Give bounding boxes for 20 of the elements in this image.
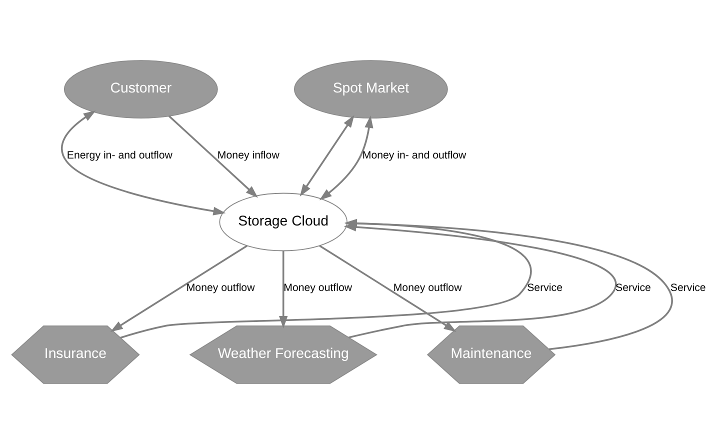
edge-label: Energy in- and outflow bbox=[66, 148, 172, 161]
edge-label: Money in- and outflow bbox=[362, 148, 466, 161]
arrow bbox=[319, 244, 456, 332]
arrow bbox=[168, 114, 258, 198]
arrow bbox=[319, 115, 374, 200]
edge-label: Money outflow bbox=[284, 282, 352, 294]
node-ellipse: Customer bbox=[64, 60, 218, 118]
arrow bbox=[61, 110, 226, 215]
edge-label: Money outflow bbox=[186, 282, 255, 294]
edge-label: Service bbox=[670, 282, 706, 294]
arrow bbox=[110, 244, 248, 332]
node-ellipse: Spot Market bbox=[294, 60, 448, 118]
arrow bbox=[120, 218, 532, 338]
node-ellipse: Storage Cloud bbox=[219, 192, 348, 251]
edge-label: Service bbox=[616, 282, 651, 294]
edge-label: Money inflow bbox=[217, 148, 280, 161]
arrow bbox=[279, 250, 288, 328]
arrow bbox=[300, 114, 354, 196]
edge-label: Service bbox=[527, 282, 562, 294]
edge-label: Money outflow bbox=[393, 282, 462, 294]
